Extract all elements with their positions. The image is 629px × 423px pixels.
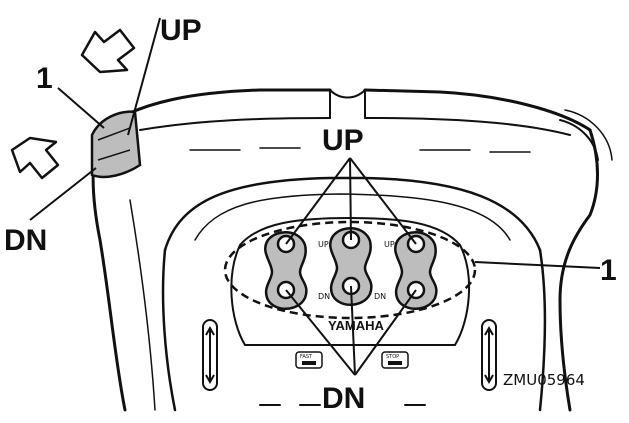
leader-up-center-right xyxy=(349,157,417,245)
leader-up-top xyxy=(127,17,161,136)
center-switch-panel: UP UP DN DN YAMAHA FAST STOP xyxy=(223,216,477,369)
switch-group-dashed-outline xyxy=(223,220,477,320)
right-side-indicator xyxy=(481,319,497,391)
figure-code: ZMU05964 xyxy=(503,371,585,389)
panel-up-right: UP xyxy=(384,240,395,249)
leader-1-left xyxy=(57,87,105,129)
leader-up-center-mid xyxy=(349,157,352,241)
label-up-center: UP xyxy=(322,124,364,157)
panel-dn-left: DN xyxy=(318,292,330,301)
panel-brand: YAMAHA xyxy=(328,318,384,333)
leader-dn-left xyxy=(29,167,97,221)
panel-up-left: UP xyxy=(318,240,329,249)
stop-button: STOP xyxy=(381,351,409,369)
fast-label: FAST xyxy=(300,354,313,360)
label-callout-1-left: 1 xyxy=(36,62,53,95)
left-grip-trim-switch xyxy=(90,110,142,179)
left-side-indicator xyxy=(202,319,218,391)
leader-up-center-left xyxy=(285,157,351,245)
panel-dn-center: DN xyxy=(374,292,386,301)
label-up-top: UP xyxy=(160,14,202,47)
leader-1-right xyxy=(474,261,601,269)
stop-label: STOP xyxy=(386,354,399,360)
label-dn-center: DN xyxy=(322,382,365,415)
label-dn-left: DN xyxy=(4,224,47,257)
leader-dn-center-right xyxy=(354,289,417,376)
push-arrow-up-icon xyxy=(80,28,136,74)
leader-dn-center-mid xyxy=(350,285,356,376)
push-arrow-down-icon xyxy=(10,136,60,180)
leader-dn-center-left xyxy=(285,289,356,376)
fast-button: FAST xyxy=(295,351,323,369)
label-callout-1-right: 1 xyxy=(600,254,617,287)
leader-lines xyxy=(29,17,601,376)
